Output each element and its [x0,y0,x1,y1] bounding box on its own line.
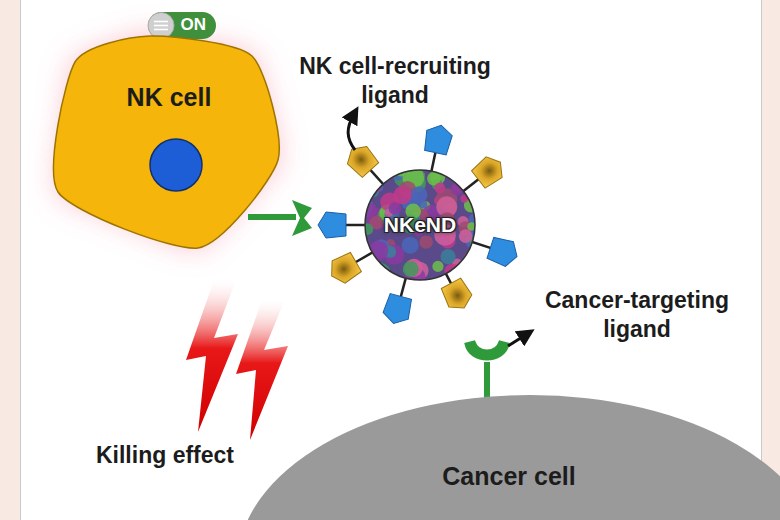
protein-subunit [402,237,419,254]
protein-subunit [458,174,472,188]
switch-grip [154,25,168,27]
nk-cell: NK cell [58,34,280,250]
protein-subunit [365,164,381,180]
cancer-cell: Cancer cell [238,393,780,520]
protein-subunit [359,263,381,285]
protein-subunit [374,264,391,281]
protein-subunit [434,182,445,193]
particle-core [365,170,475,280]
nk-recruiting-ligand [381,293,413,327]
nk-cell-outline [58,34,280,250]
toggle-switch: ON [148,12,216,39]
cancer-cell-outline [238,393,780,520]
switch-knob [148,13,174,39]
protein-subunit [411,186,428,203]
protein-subunit [363,203,378,218]
leader-arrow [348,114,355,150]
protein-subunit [368,171,379,182]
nk-recruiting-ligand [318,212,346,238]
node-label: NK cell [58,84,280,112]
nanoparticle: NKeND [364,169,476,281]
switch-grip [154,29,168,31]
cancer-targeting-ligand [325,251,362,288]
cell-body [238,395,780,520]
callout-label: Cancer-targeting ligand [512,286,762,344]
protein-subunit [361,223,373,235]
protein-subunit [403,261,419,277]
cancer-receptor [466,342,508,359]
cancer-targeting-ligand [440,277,476,314]
cancer-targeting-ligand [470,152,508,190]
protein-subunit [432,261,443,272]
node-label: ON [181,16,207,35]
nk-recruiting-ligand [486,236,521,269]
switch-grip [154,21,168,23]
panel-edge [20,0,21,520]
nk-receptor [292,200,312,236]
protein-subunit [366,180,381,195]
protein-subunit [389,202,401,214]
protein-subunit [369,261,386,278]
protein-subunit [419,235,432,248]
cell-body [54,36,280,248]
node-label: NKeND [384,213,456,236]
nk-receptor [248,214,296,220]
protein-subunit [441,249,456,264]
panel-edge [761,0,762,520]
protein-subunit [462,263,482,283]
protein-subunit [459,229,473,243]
leader-arrow [508,334,527,346]
nk-recruiting-ligand [423,123,454,156]
protein-subunit [394,186,412,204]
callout-label: NK cell-recruiting ligand [268,52,522,110]
lightning-bolt [236,300,288,440]
nucleus [150,139,202,191]
particle-rim [365,170,475,280]
protein-subunit [367,267,378,278]
node-label: Cancer cell [238,463,780,491]
cancer-targeting-ligand [342,141,380,179]
effect-label: Killing effect [60,441,270,470]
protein-subunit [457,268,470,281]
protein-subunit [463,252,477,266]
lightning-bolt [186,280,238,432]
